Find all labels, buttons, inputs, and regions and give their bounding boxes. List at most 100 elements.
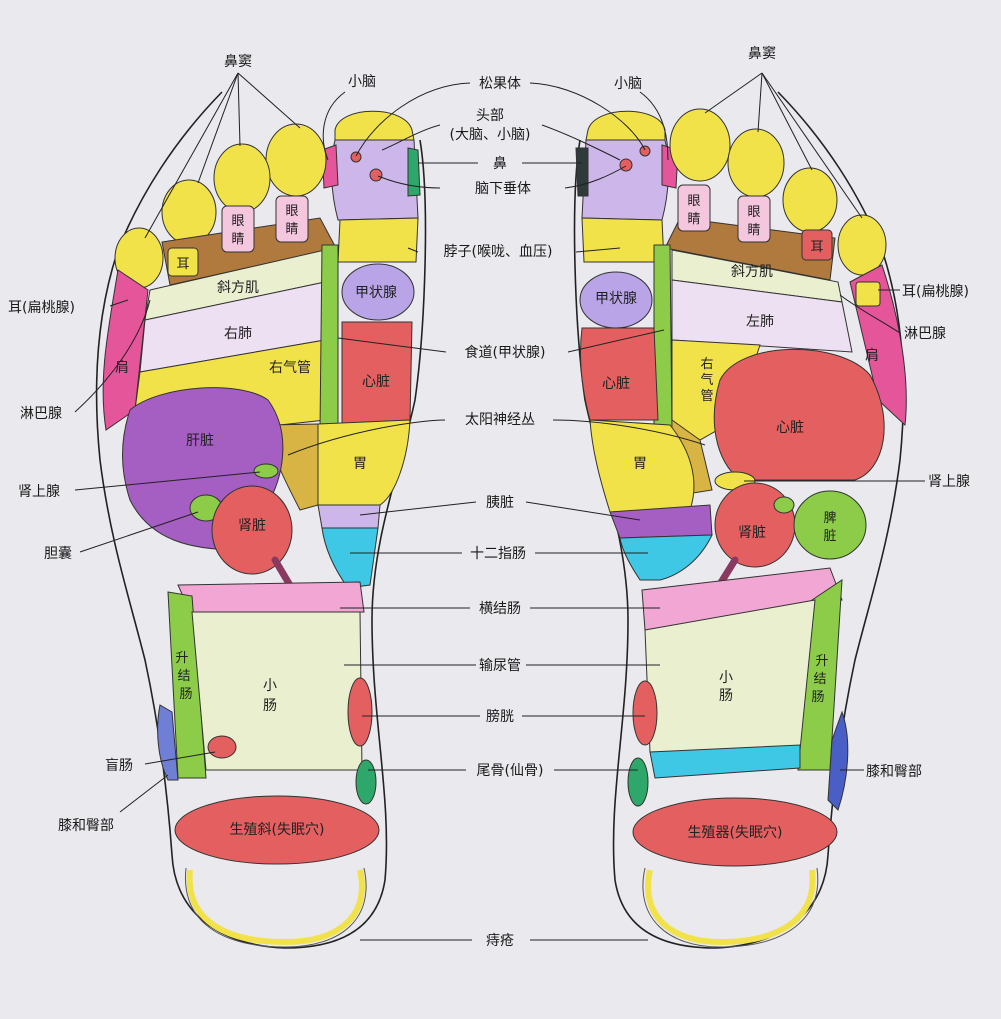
zone-right-kidney: 肾脏 <box>738 525 766 541</box>
right-toe-4 <box>782 167 838 233</box>
right-foot <box>573 91 907 949</box>
right-toe-3 <box>727 128 785 198</box>
zone-left-eye-2-a: 眼 <box>285 204 298 219</box>
left-transverse-colon-zone <box>177 581 365 613</box>
label-nose: 鼻 <box>493 155 507 172</box>
zone-right-ascending-1: 升 <box>815 654 828 669</box>
left-foot <box>95 91 427 949</box>
label-coccyx: 尾骨(仙骨) <box>477 763 544 779</box>
left-toe-4 <box>161 179 217 245</box>
right-ear-zone <box>801 229 833 261</box>
outer-labels: 鼻窦 鼻窦 小脑 小脑 松果体 头部 (大脑、小脑) 鼻 脑下垂体 脖子(喉咙、… <box>8 45 970 949</box>
left-pineal-dot <box>350 151 362 163</box>
zone-left-thyroid: 甲状腺 <box>355 285 397 301</box>
label-ear-tonsil-right: 耳(扁桃腺) <box>902 284 969 300</box>
label-esophagus: 食道(甲状腺) <box>465 344 546 361</box>
label-adrenal-right: 肾上腺 <box>928 474 970 490</box>
left-neck-zone <box>337 217 419 263</box>
zone-right-shoulder: 肩 <box>865 348 879 364</box>
label-nasal-sinus-right: 鼻窦 <box>748 45 776 62</box>
zone-right-eye-1-a: 眼 <box>687 194 700 209</box>
right-pituitary-dot <box>619 158 633 172</box>
label-transverse-colon: 横结肠 <box>479 601 521 617</box>
zone-labels: 眼 睛 眼 睛 耳 斜方肌 右肺 肩 右气管 甲状腺 心脏 肝脏 胃 肾脏 升 … <box>115 194 879 841</box>
zone-left-liver: 肝脏 <box>186 433 214 449</box>
left-toe-2 <box>265 123 327 197</box>
label-ear-tonsil-left: 耳(扁桃腺) <box>8 300 75 316</box>
zone-right-ear: 耳 <box>810 240 823 255</box>
left-hemorrhoid-arc <box>186 869 365 946</box>
left-nose-zone <box>407 147 421 197</box>
right-eye-zone-1 <box>677 184 711 232</box>
left-heart-zone <box>341 321 413 425</box>
zone-left-genital: 生殖斜(失眠穴) <box>230 821 325 838</box>
left-coccyx-zone <box>355 759 377 805</box>
label-cerebellum-right: 小脑 <box>614 76 642 92</box>
left-adrenal-zone <box>253 463 279 479</box>
left-ascending-colon-zone <box>167 591 207 779</box>
zone-left-kidney: 肾脏 <box>238 518 266 534</box>
zone-right-ascending-3: 肠 <box>811 690 824 705</box>
label-duodenum: 十二指肠 <box>470 546 526 562</box>
right-left-lung-zone <box>671 279 853 353</box>
label-bladder: 膀胱 <box>486 708 514 725</box>
zone-right-trapezius: 斜方肌 <box>731 264 773 280</box>
left-esophagus-strip <box>319 244 339 431</box>
zone-left-heart: 心脏 <box>362 374 390 390</box>
leader-lines <box>74 72 925 941</box>
right-neck-zone <box>581 217 665 263</box>
zone-left-eye-2-b: 睛 <box>285 222 298 237</box>
right-eye-zone-2 <box>737 195 771 243</box>
right-tonsil-zone <box>855 281 881 307</box>
label-nasal-sinus-left: 鼻窦 <box>224 53 252 70</box>
left-big-toe-tip <box>334 110 415 141</box>
left-bladder-zone <box>347 677 373 747</box>
left-eye-zone-2 <box>275 195 309 243</box>
label-pituitary: 脑下垂体 <box>475 181 531 197</box>
label-pineal: 松果体 <box>479 76 521 92</box>
left-toe-3 <box>213 143 271 213</box>
label-lymph-right: 淋巴腺 <box>904 326 946 342</box>
left-ear-zone <box>167 247 199 277</box>
right-bladder-zone <box>632 680 658 746</box>
right-toe-2 <box>669 108 731 182</box>
zone-right-eye-2-b: 睛 <box>747 223 760 238</box>
zone-right-heart: 心脏 <box>776 420 804 436</box>
label-ureter: 输尿管 <box>479 658 521 674</box>
label-lymph-left: 淋巴腺 <box>20 406 62 422</box>
zone-right-eye-2-a: 眼 <box>747 205 760 220</box>
zone-left-eye-1-a: 眼 <box>231 214 244 229</box>
zone-left-bronchus: 右气管 <box>269 360 311 376</box>
right-hemorrhoid-arc <box>645 869 816 946</box>
zone-left-ear: 耳 <box>176 257 189 272</box>
label-cerebellum-left: 小脑 <box>348 74 376 90</box>
right-heart-small-zone <box>579 327 659 421</box>
left-eye-zone-1 <box>221 205 255 253</box>
label-knee-hip-left: 膝和臀部 <box>58 818 114 834</box>
label-head: 头部 <box>476 108 504 124</box>
right-genital-zone <box>632 797 838 867</box>
left-hemorrhoid-arc-edge <box>185 867 367 948</box>
label-knee-hip-right: 膝和臀部 <box>866 764 922 780</box>
label-neck: 脖子(喉咙、血压) <box>444 244 553 260</box>
label-hemorrhoid: 痔疮 <box>486 932 514 949</box>
right-big-toe-tip <box>585 110 666 141</box>
zone-right-stomach: 胃 <box>633 456 647 472</box>
zone-right-spleen-1: 脾 <box>823 511 836 526</box>
right-spleen-zone <box>793 490 867 560</box>
right-transverse-colon-zone <box>641 567 843 631</box>
label-gallbladder: 胆囊 <box>44 545 72 562</box>
right-nose-zone <box>575 147 589 197</box>
left-cecum-zone <box>207 735 237 759</box>
zone-right-left-lung: 左肺 <box>746 314 774 330</box>
zone-left-ascending-2: 结 <box>177 669 190 684</box>
right-pancreas-dot <box>773 496 795 514</box>
right-pineal-dot <box>639 145 651 157</box>
right-knee-hip-zone <box>827 710 849 811</box>
right-heart-zone <box>713 348 885 481</box>
right-hemorrhoid-arc-edge <box>642 867 819 948</box>
zone-right-genital: 生殖器(失眠穴) <box>688 824 783 841</box>
label-head-sub: (大脑、小脑) <box>450 127 531 143</box>
right-descending-band <box>649 744 801 779</box>
zone-left-trapezius: 斜方肌 <box>217 280 259 296</box>
